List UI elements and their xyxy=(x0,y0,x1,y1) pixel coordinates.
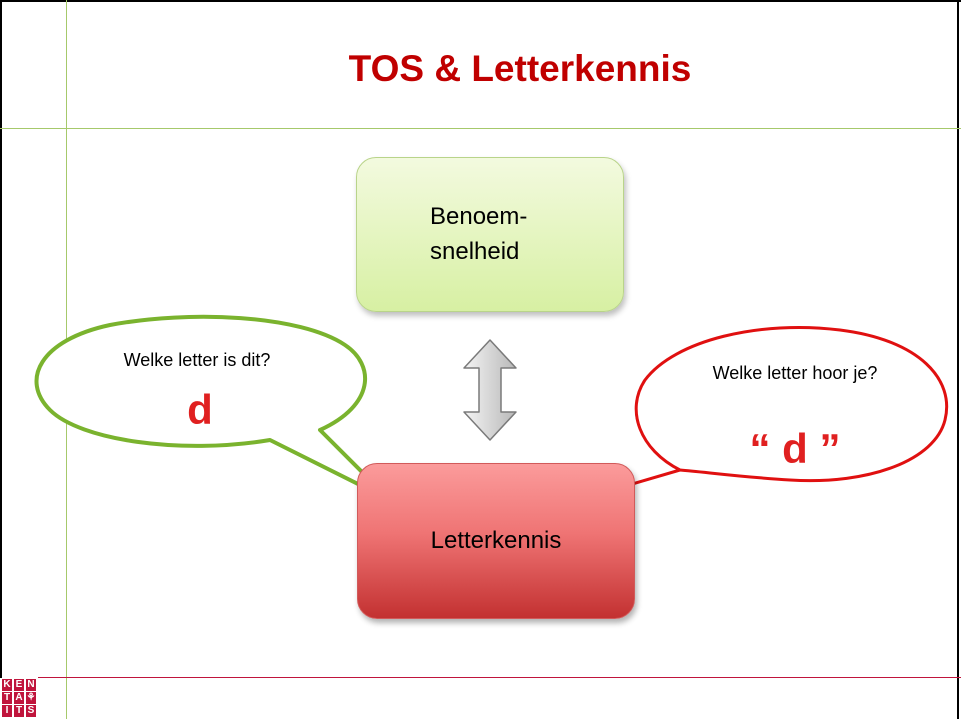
right-callout-letter: “ d ” xyxy=(749,425,841,472)
letterkennis-label: Letterkennis xyxy=(430,527,562,554)
logo-cell: K xyxy=(2,679,12,691)
logo-cell: A xyxy=(14,692,24,704)
right-speech-bubble xyxy=(610,326,949,492)
title-underline xyxy=(0,128,961,129)
logo-cell: E xyxy=(14,679,24,691)
letterkennis-box: Letterkennis xyxy=(357,463,635,619)
left-border xyxy=(0,0,2,678)
logo-cell: I xyxy=(2,705,12,717)
benoemsnelheid-label: Benoem- snelheid xyxy=(430,202,528,265)
benoemsnelheid-box: Benoem- snelheid xyxy=(356,157,624,312)
logo-cell: ⚘ xyxy=(26,692,36,704)
left-callout-letter: d xyxy=(187,386,213,433)
right-border xyxy=(957,0,959,719)
kentalis-logo: K E N T A ⚘ I T S xyxy=(0,678,38,719)
left-speech-bubble xyxy=(34,314,392,502)
right-callout-question: Welke letter hoor je? xyxy=(712,363,878,383)
left-callout-question: Welke letter is dit? xyxy=(123,350,271,370)
slide-title: TOS & Letterkennis xyxy=(348,48,692,89)
logo-cell: T xyxy=(2,692,12,704)
footer-line xyxy=(38,677,961,678)
logo-cell: S xyxy=(26,705,36,717)
top-border xyxy=(0,0,961,2)
logo-cell: N xyxy=(26,679,36,691)
double-arrow-icon xyxy=(463,339,517,441)
logo-cell: T xyxy=(14,705,24,717)
